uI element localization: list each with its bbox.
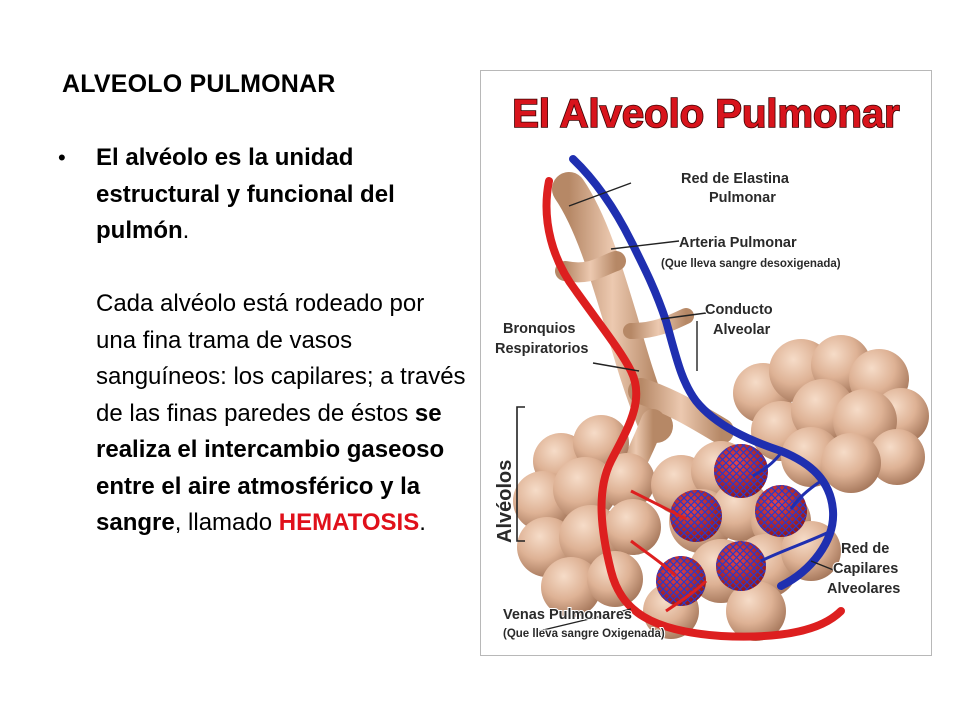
alveolar-sac-upper — [733, 335, 929, 493]
definition-end: . — [182, 217, 190, 244]
figure-title: El Alveolo Pulmonar — [512, 92, 899, 136]
alveolos-bracket — [516, 406, 525, 542]
bullet-point: • El alvéolo es la unidad estructural y … — [58, 140, 468, 542]
definition-text: El alvéolo es la unidad estructural y fu… — [96, 144, 395, 244]
label-capilares-line2: Capilares — [833, 561, 898, 577]
label-conducto-line1: Conducto — [705, 302, 773, 318]
label-venas-note: (Que lleva sangre Oxigenada) — [503, 628, 665, 640]
label-venas: Venas Pulmonares — [503, 607, 632, 623]
label-bronquios-line2: Respiratorios — [495, 341, 588, 357]
description-end: . — [419, 509, 426, 536]
bullet-text: El alvéolo es la unidad estructural y fu… — [96, 140, 468, 542]
alveolus-diagram: El Alveolo Pulmonar — [480, 70, 932, 656]
label-bronquios-line1: Bronquios — [503, 321, 576, 337]
label-alveolos: Alvéolos — [494, 460, 516, 543]
label-capilares-line3: Alveolares — [827, 581, 900, 597]
pulmonary-vein — [542, 177, 845, 641]
hematosis-term: HEMATOSIS — [278, 509, 420, 536]
description-mid: , llamado — [174, 509, 279, 536]
label-arteria-note: (Que lleva sangre desoxigenada) — [661, 258, 841, 270]
label-arteria: Arteria Pulmonar — [679, 235, 797, 251]
label-elastina-line1: Red de Elastina — [681, 171, 790, 187]
exchange-text: se realiza el intercambio gaseoso entre … — [96, 399, 445, 537]
bullet-dot-icon: • — [58, 145, 66, 170]
slide-title: ALVEOLO PULMONAR — [62, 70, 336, 98]
label-conducto-line2: Alveolar — [713, 322, 771, 338]
leader-lines — [538, 182, 837, 632]
description-text: Cada alvéolo está rodeado por una fina t… — [96, 290, 466, 427]
pulmonary-artery — [569, 155, 838, 590]
label-elastina-line2: Pulmonar — [709, 190, 776, 206]
alveolus-illustration: El Alveolo Pulmonar — [493, 91, 929, 641]
label-capilares-line1: Red de — [841, 541, 889, 557]
